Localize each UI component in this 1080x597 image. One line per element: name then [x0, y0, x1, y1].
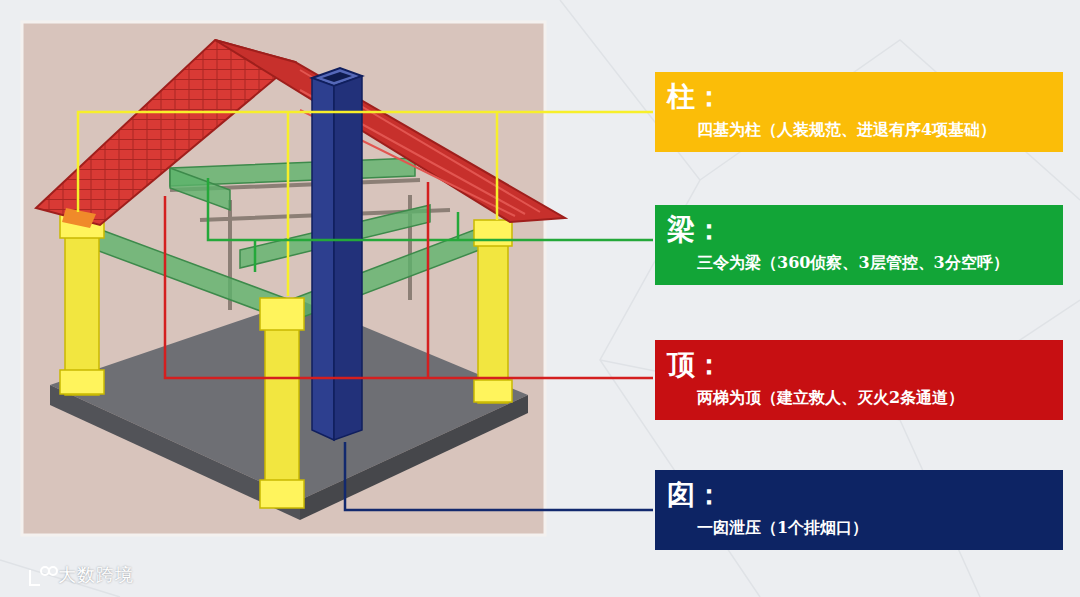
callout-heading: 柱： [667, 80, 1049, 114]
roof [36, 40, 565, 228]
base-slab [50, 300, 528, 520]
callout-text: 两梯为顶（建立救人、灭火2条通道） [667, 386, 1049, 410]
callout-box: 囱： 一囱泄压（1个排烟口） [655, 470, 1063, 550]
callout-heading: 顶： [667, 348, 1049, 382]
watermark: 大数跨境 [58, 563, 134, 587]
callout-box: 梁： 三令为梁（360侦察、3层管控、3分空呼） [655, 205, 1063, 285]
callout-text: 三令为梁（360侦察、3层管控、3分空呼） [667, 251, 1049, 275]
callout-heading: 囱： [667, 478, 1049, 512]
callout-box: 顶： 两梯为顶（建立救人、灭火2条通道） [655, 340, 1063, 420]
picture-panel [22, 22, 545, 535]
callout-box: 柱： 四基为柱（人装规范、进退有序4项基础） [655, 72, 1063, 152]
chimney [312, 68, 362, 440]
callout-text: 一囱泄压（1个排烟口） [667, 516, 1049, 540]
watermark-logo [30, 567, 57, 585]
callout-text: 四基为柱（人装规范、进退有序4项基础） [667, 118, 1049, 142]
callout-heading: 梁： [667, 213, 1049, 247]
column [60, 210, 512, 508]
leader-line [78, 112, 653, 510]
